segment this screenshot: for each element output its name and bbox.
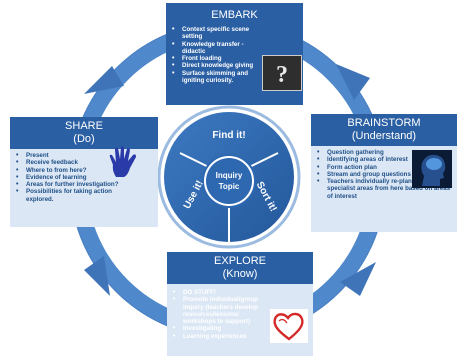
list-item: Question gathering — [317, 149, 457, 157]
list-item: Where to from here? — [16, 167, 158, 175]
cycle-arrow-nw — [84, 66, 124, 94]
list-item: Context specific scene setting — [172, 26, 261, 41]
cycle-arrow-sw — [84, 256, 110, 296]
hub-label-line2: Topic — [219, 182, 240, 191]
list-item: Stream and group questions — [317, 171, 457, 179]
cycle-arrow-ne — [336, 64, 370, 100]
share-subtitle: (Do) — [73, 133, 95, 145]
heart-icon — [270, 309, 308, 343]
list-item: Investigating — [173, 325, 313, 333]
brain-head-icon — [412, 150, 452, 188]
explore-title: EXPLORE — [214, 255, 266, 267]
list-item: Direct knowledge giving — [172, 62, 261, 70]
svg-text:?: ? — [276, 62, 288, 88]
cycle-arrow-se — [340, 262, 376, 296]
list-item: Knowledge transfer - didactic — [172, 41, 261, 56]
question-mark-icon: ? — [262, 55, 302, 91]
share-header: SHARE (Do) — [10, 117, 158, 149]
explore-header: EXPLORE (Know) — [167, 252, 313, 284]
brainstorm-header: BRAINSTORM (Understand) — [311, 114, 457, 146]
brainstorm-title: BRAINSTORM — [347, 117, 421, 129]
list-item: DO STUFF! — [173, 289, 313, 297]
explore-list: DO STUFF! Promote individual/group inqui… — [167, 289, 313, 340]
list-item: Identifying areas of interest — [317, 156, 457, 164]
list-item: Surface skimming and igniting curiosity. — [172, 70, 261, 85]
hub-label-line1: Inquiry — [216, 171, 243, 180]
list-item: Learning experiences — [173, 333, 313, 341]
list-item: Possibilities for taking action explored… — [16, 188, 158, 203]
list-item: Form action plan — [317, 164, 457, 172]
explore-subtitle: (Know) — [222, 268, 258, 280]
share-title: SHARE — [65, 120, 103, 132]
share-list: Present Receive feedback Where to from h… — [10, 152, 158, 203]
brainstorm-subtitle: (Understand) — [351, 130, 417, 142]
list-item: Evidence of learning — [16, 174, 158, 182]
brainstorm-list: Question gathering Identifying areas of … — [311, 149, 457, 200]
list-item: Areas for further investigation? — [16, 181, 158, 189]
embark-title: EMBARK — [166, 3, 303, 24]
list-item: Receive feedback — [16, 159, 158, 167]
embark-list: Context specific scene setting Knowledge… — [166, 24, 303, 84]
hand-print-icon — [106, 145, 140, 179]
list-item: Present — [16, 152, 158, 160]
list-item: Front loading — [172, 55, 261, 63]
find-it-label: Find it! — [212, 130, 245, 141]
share-panel: SHARE (Do) Present Receive feedback Wher… — [10, 117, 158, 227]
list-item: Teachers individually re-plan their spec… — [317, 178, 457, 200]
list-item: Promote individual/group inquiry (teache… — [173, 296, 313, 325]
explore-panel: EXPLORE (Know) DO STUFF! Promote individ… — [167, 252, 313, 356]
